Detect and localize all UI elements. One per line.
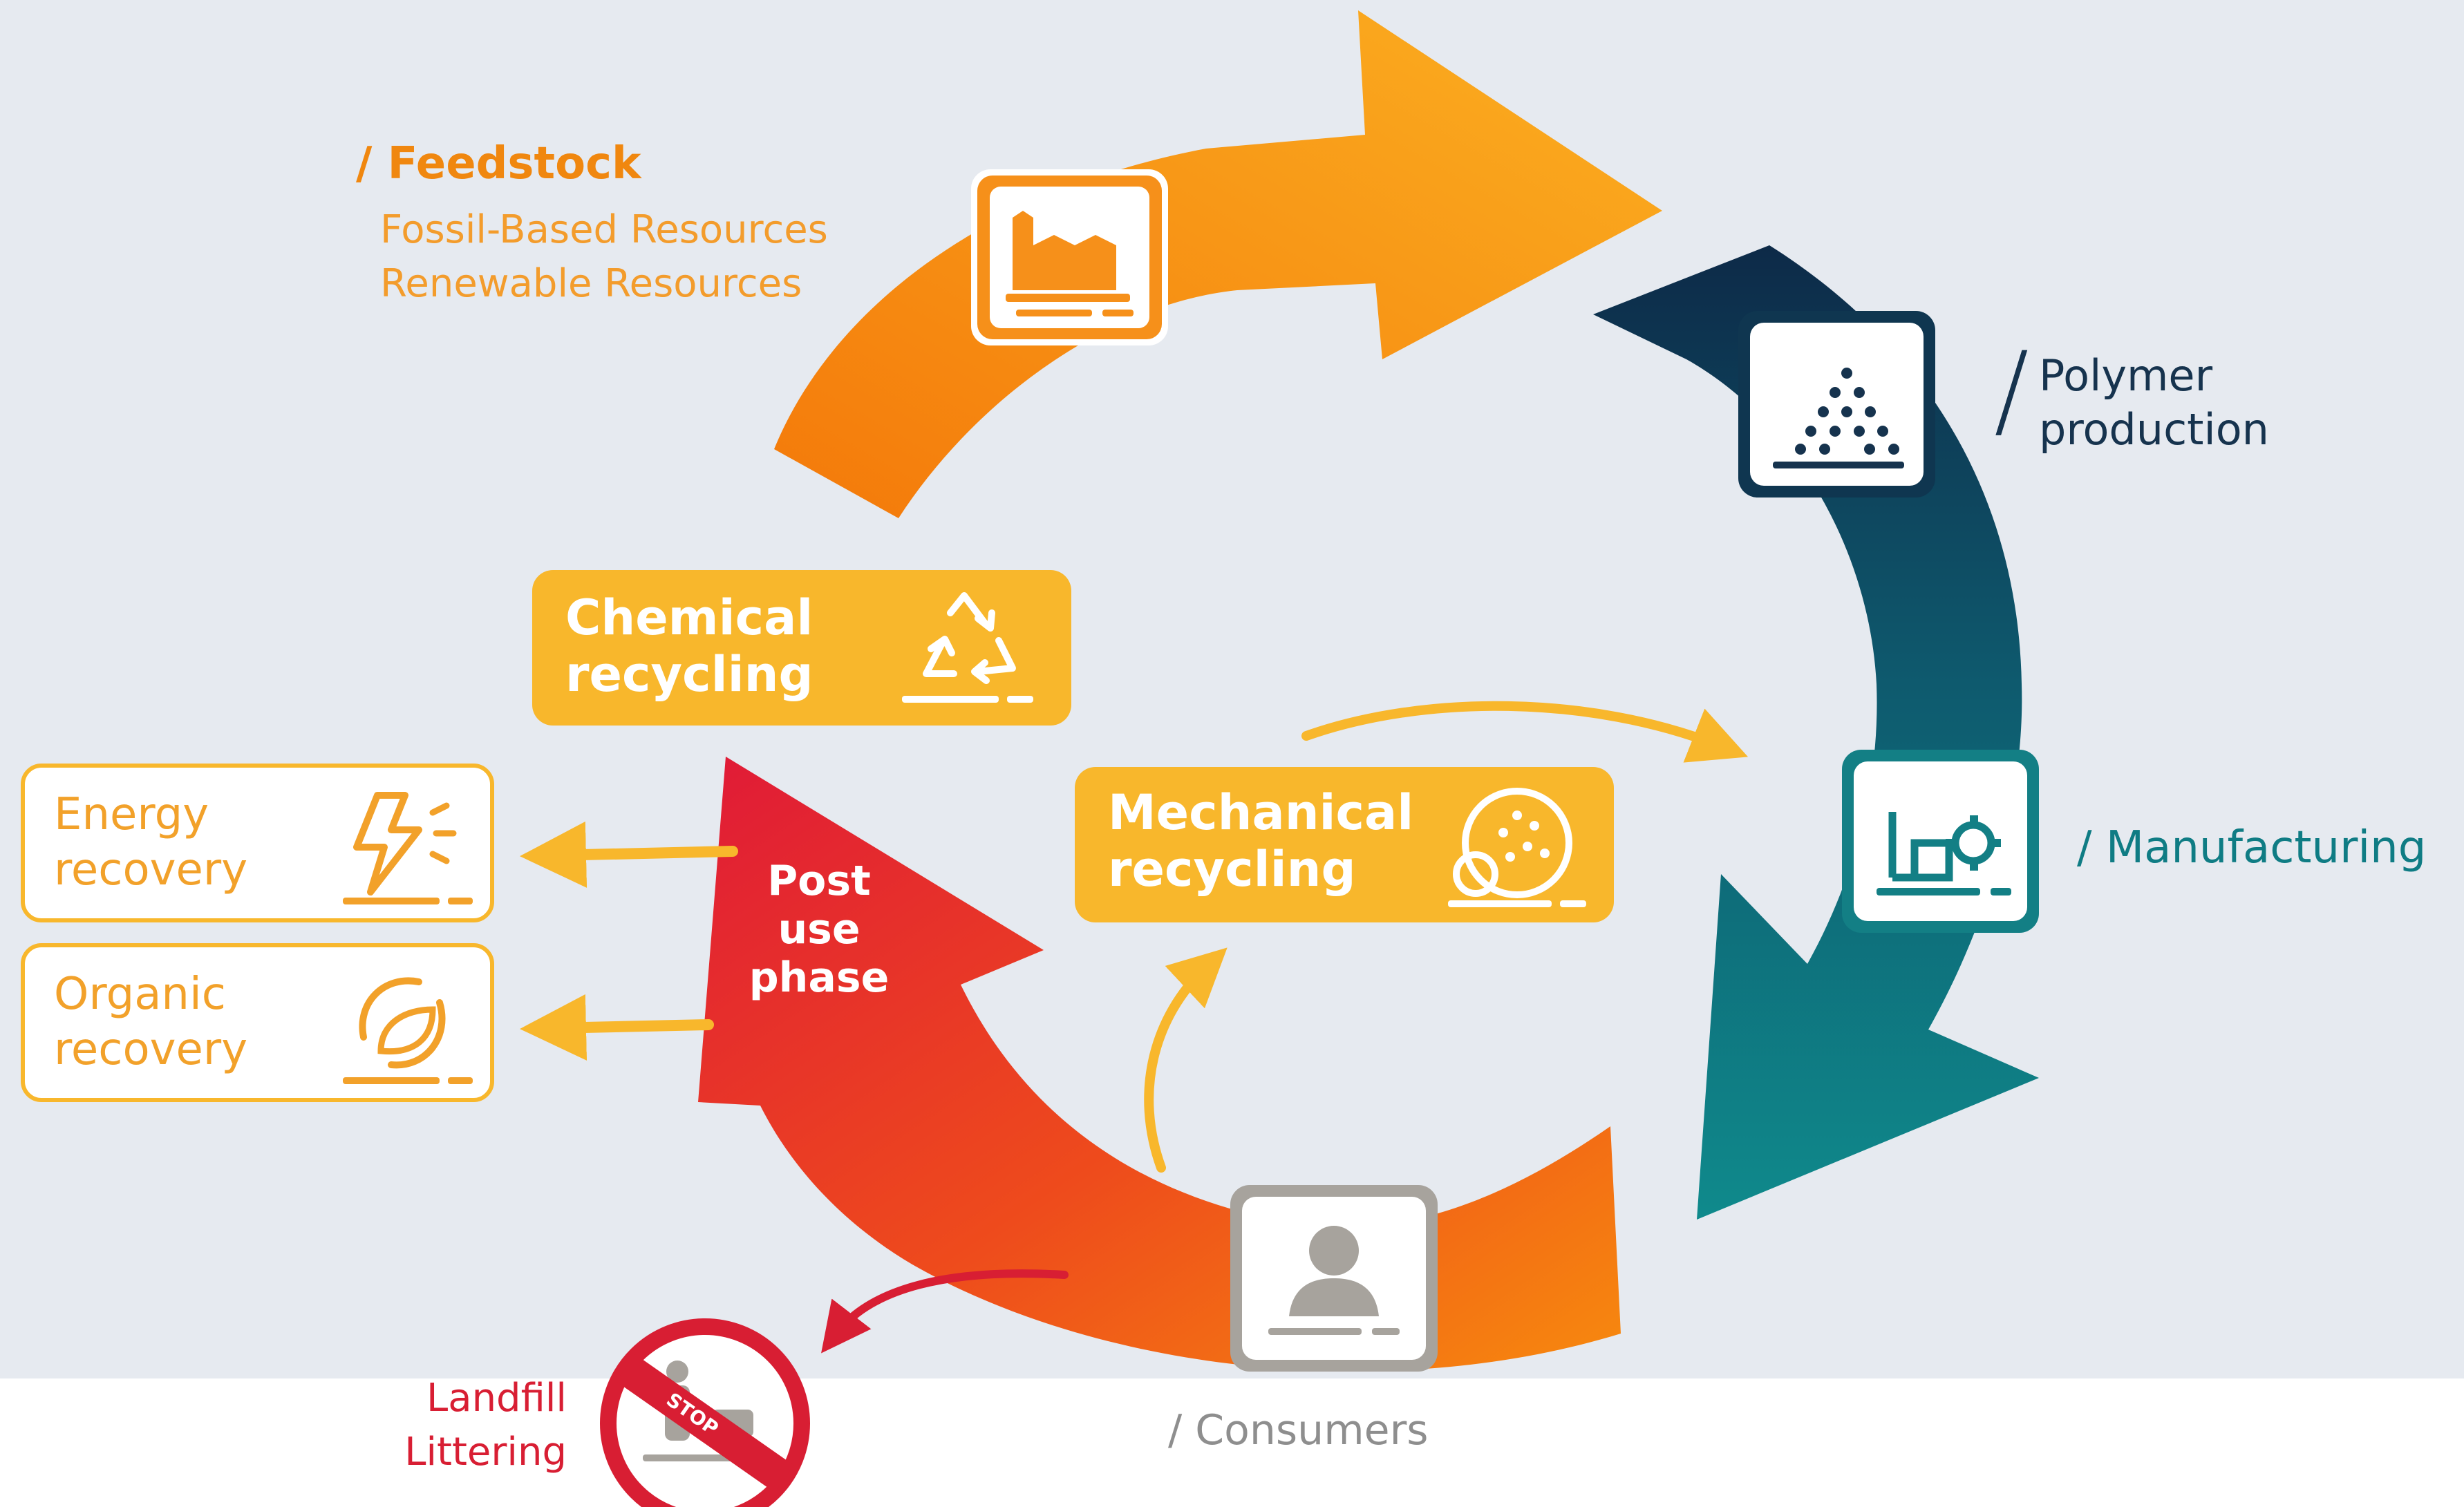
feedstock-arrow — [774, 10, 1662, 518]
chemical-line1: Chemical — [565, 589, 814, 646]
consumers-label: / Consumers — [1168, 1406, 1429, 1454]
polymer-slash: / — [1994, 330, 2029, 451]
energy-recovery-label: Energy recovery — [54, 787, 247, 898]
polymer-pellets-icon — [1738, 311, 1935, 497]
post-use-line3: phase — [749, 954, 890, 1002]
organic-recovery-label: Organic recovery — [54, 967, 247, 1077]
landfill-line1: Landfill — [426, 1376, 567, 1421]
factory-icon — [971, 169, 1168, 345]
mechanical-recycling-icon — [1448, 788, 1586, 907]
polymer-label-line1: Polymer — [2039, 350, 2213, 401]
organic-recovery-box: Organic recovery — [21, 943, 494, 1102]
consumer-to-mechanical-arrow — [1144, 947, 1228, 1173]
consumer-person-icon — [1230, 1185, 1438, 1372]
manufacturing-gear-icon — [1842, 750, 2039, 933]
chemical-recycling-box: Chemical recycling — [532, 570, 1071, 726]
energy-line1: Energy — [54, 789, 209, 840]
energy-icon — [343, 792, 473, 904]
landfill-label: Landfill Littering — [397, 1372, 567, 1479]
leaf-cycle-icon — [343, 977, 473, 1084]
polymer-label: Polymer production — [2039, 349, 2269, 457]
mechanical-recycling-box: Mechanical recycling — [1075, 767, 1614, 922]
recycle-icon — [902, 592, 1033, 703]
post-use-arrow — [698, 757, 1621, 1372]
bottom-band — [0, 1378, 2464, 1507]
mechanical-line2: recycling — [1108, 841, 1356, 898]
post-use-label: Post use phase — [722, 857, 916, 1002]
polymer-label-line2: production — [2039, 404, 2269, 455]
organic-line1: Organic — [54, 969, 226, 1020]
chemical-recycling-label: Chemical recycling — [565, 589, 814, 703]
landfill-line2: Littering — [404, 1430, 567, 1475]
feedstock-item-renewable: Renewable Resources — [380, 261, 802, 306]
to-energy-arrow — [520, 821, 738, 888]
feedstock-title: / Feedstock — [356, 138, 641, 189]
post-use-line1: Post — [767, 857, 871, 905]
energy-recovery-box: Energy recovery — [21, 764, 494, 922]
to-landfill-arrow — [821, 1269, 1069, 1354]
manufacturing-label: / Manufacturing — [2077, 822, 2427, 873]
organic-line2: recovery — [54, 1024, 248, 1075]
mechanical-line1: Mechanical — [1108, 784, 1414, 841]
stop-sign-icon — [600, 1318, 810, 1507]
mechanical-recycling-label: Mechanical recycling — [1108, 784, 1413, 898]
mechanical-loop-arrow — [1301, 701, 1749, 763]
post-use-line2: use — [778, 905, 860, 954]
feedstock-item-fossil: Fossil-Based Resources — [380, 207, 828, 252]
chemical-line2: recycling — [565, 646, 814, 703]
energy-line2: recovery — [54, 844, 248, 895]
to-organic-arrow — [520, 994, 714, 1061]
